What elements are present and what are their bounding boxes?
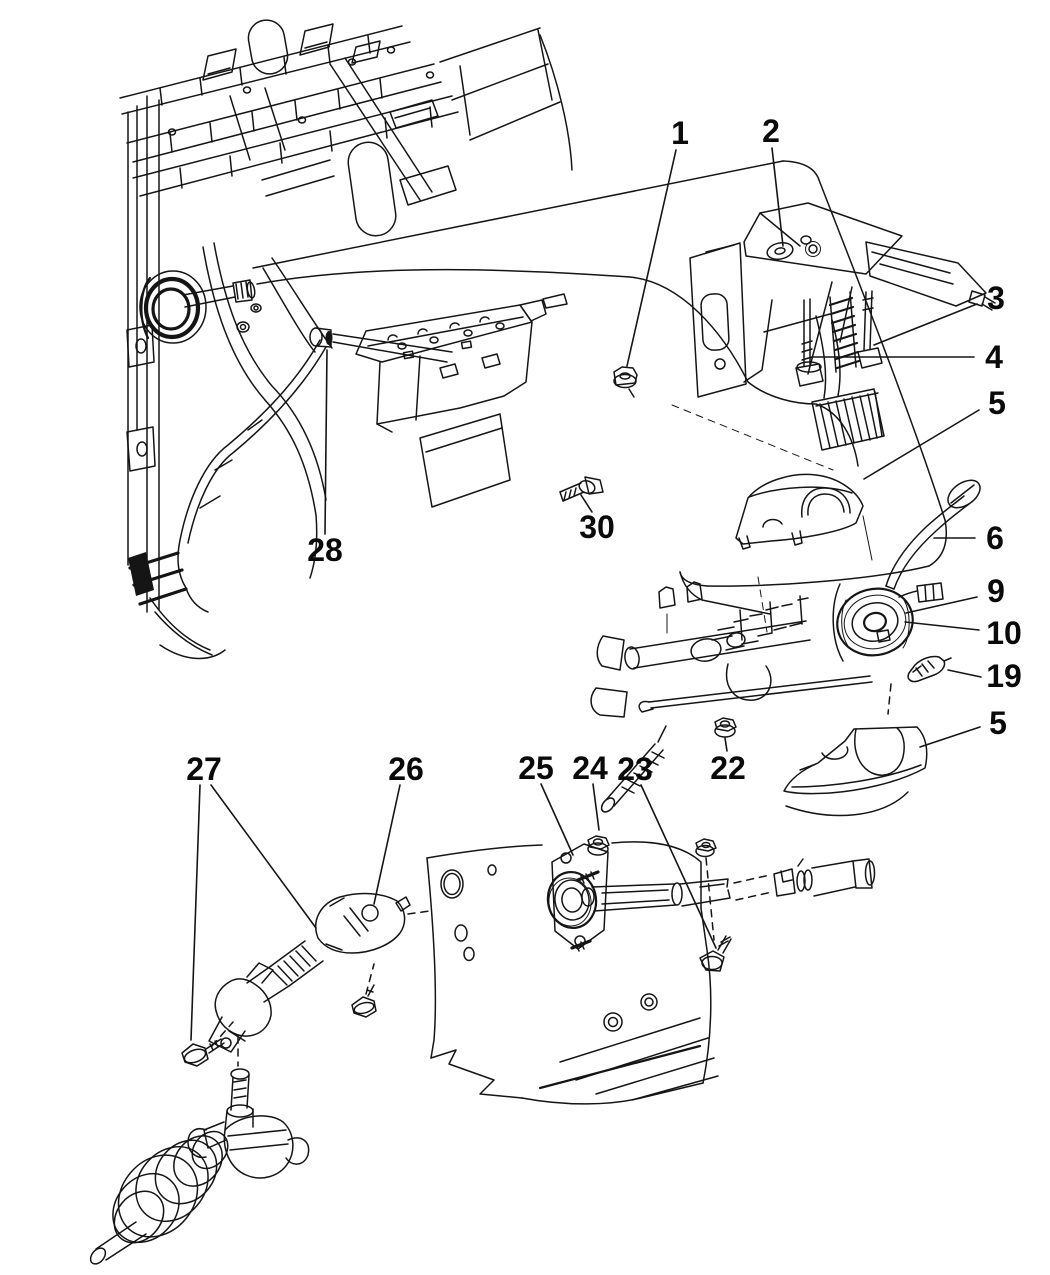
bolt-23	[699, 935, 732, 972]
intermediate-shaft	[208, 892, 431, 1053]
callout-2-bracket-leader-1	[771, 147, 784, 247]
callout-5-lower-shroud-leader-1	[919, 726, 981, 748]
dash-panel-cutaway	[426, 791, 909, 1105]
callout-19-lever-screw[interactable]: 19	[986, 658, 1022, 694]
nut-24	[587, 835, 610, 856]
firewall-shaft-boot	[139, 270, 262, 344]
multifunction-lever	[885, 479, 981, 590]
bolt-27	[181, 1021, 239, 1067]
steering-gear	[89, 1068, 310, 1265]
callout-3-bolt-leader-1	[873, 303, 978, 346]
callout-23-bolt[interactable]: 23	[617, 751, 653, 787]
column-support-bracket	[689, 202, 996, 398]
callout-25-coupler[interactable]: 25	[518, 750, 554, 786]
callout-25-coupler-leader-1	[540, 783, 574, 856]
lower-shroud	[783, 726, 928, 795]
bolt-4	[795, 298, 824, 387]
callout-26-bolt-leader-1	[373, 784, 401, 905]
brake-pedal	[811, 315, 885, 451]
bolt-26	[351, 963, 377, 1018]
instrument-panel-outline	[252, 160, 947, 615]
spring-3	[828, 291, 861, 373]
callout-24-nut[interactable]: 24	[572, 750, 608, 786]
nut-1	[613, 366, 638, 398]
steering-column-assembly	[590, 515, 944, 813]
nut-22	[714, 717, 737, 738]
bolt-30	[559, 476, 604, 502]
bolt-3	[857, 290, 883, 369]
clockspring	[832, 583, 914, 662]
upper-shroud	[735, 473, 864, 550]
callout-24-nut-leader-1	[592, 783, 600, 831]
callout-10-clockspring[interactable]: 10	[986, 615, 1022, 651]
callout-30-bolt[interactable]: 30	[579, 509, 615, 545]
callout-22-nut[interactable]: 22	[710, 750, 746, 786]
callout-28-clip-leader-1	[324, 349, 328, 535]
callout-30-bolt-leader-1	[580, 494, 593, 513]
callout-1-nut[interactable]: 1	[671, 115, 689, 151]
firewall-cowl-structure	[119, 19, 573, 660]
callout-22-nut-leader-1	[724, 737, 728, 752]
callout-28-clip[interactable]: 28	[307, 532, 343, 568]
callout-27-bolts-leader-2	[210, 784, 317, 929]
nut-23	[695, 838, 717, 941]
callout-5-upper-shroud[interactable]: 5	[988, 385, 1006, 421]
tilt-lever-19	[907, 655, 952, 683]
callout-2-bracket[interactable]: 2	[762, 113, 780, 149]
callout-5-lower-shroud[interactable]: 5	[989, 705, 1007, 741]
callout-5-upper-shroud-leader-1	[863, 409, 980, 480]
steering-shaft-coupler	[581, 858, 876, 912]
callout-26-bolt[interactable]: 26	[388, 751, 424, 787]
shaft-flange-boot	[546, 843, 609, 952]
pedal-support-bracket	[355, 293, 568, 508]
callout-19-lever-screw-leader-1	[947, 669, 982, 678]
callout-3-bolt[interactable]: 3	[987, 280, 1005, 316]
callout-4-bolt[interactable]: 4	[985, 339, 1003, 375]
callout-9-clockspring-leader-1	[905, 596, 978, 614]
callout-6-lever[interactable]: 6	[986, 520, 1004, 556]
callout-23-bolt-leader-1	[640, 784, 717, 949]
callout-10-clockspring-leader-1	[904, 621, 980, 631]
callout-27-bolts[interactable]: 27	[186, 751, 222, 787]
callout-1-nut-leader-1	[626, 149, 677, 367]
wiring-clip-28	[309, 327, 453, 363]
callout-27-bolts-leader-1	[190, 784, 201, 1041]
callout-9-clockspring[interactable]: 9	[987, 573, 1005, 609]
